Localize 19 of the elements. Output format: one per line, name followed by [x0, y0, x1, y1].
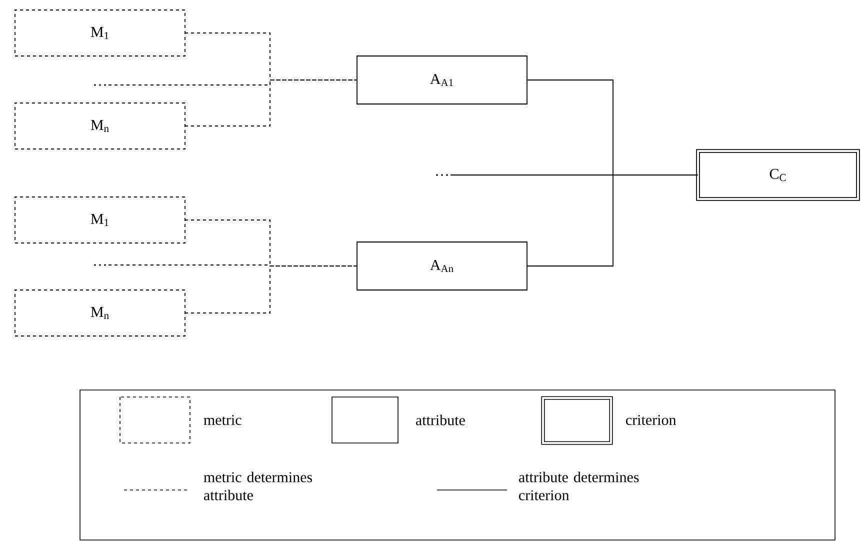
- criterion-box: C$_{C}$: [696, 149, 860, 201]
- connector-line: [184, 80, 358, 126]
- legend-label: criterion: [626, 414, 676, 426]
- connector-line: [184, 266, 358, 314]
- ellipsis-text: …: [436, 174, 448, 176]
- legend-label: metric: [204, 414, 242, 426]
- attribute-box: A$_{An}$: [356, 242, 528, 290]
- metric-box: M$_{1}$: [14, 10, 186, 56]
- connector-line: [526, 174, 698, 266]
- attribute-box: A$_{A1}$: [356, 56, 528, 104]
- metric-box: M$_{n}$: [14, 290, 186, 336]
- metric-box: M$_{n}$: [14, 102, 186, 150]
- ellipsis-text: …: [94, 264, 106, 266]
- legend-label: attribute determines criterion: [519, 472, 639, 500]
- connector-line: [184, 32, 358, 80]
- metric-box: M$_{1}$: [14, 196, 186, 244]
- legend-label: metric determines attribute: [204, 472, 312, 500]
- ellipsis-text: …: [94, 84, 106, 86]
- legend-label: attribute: [416, 414, 465, 426]
